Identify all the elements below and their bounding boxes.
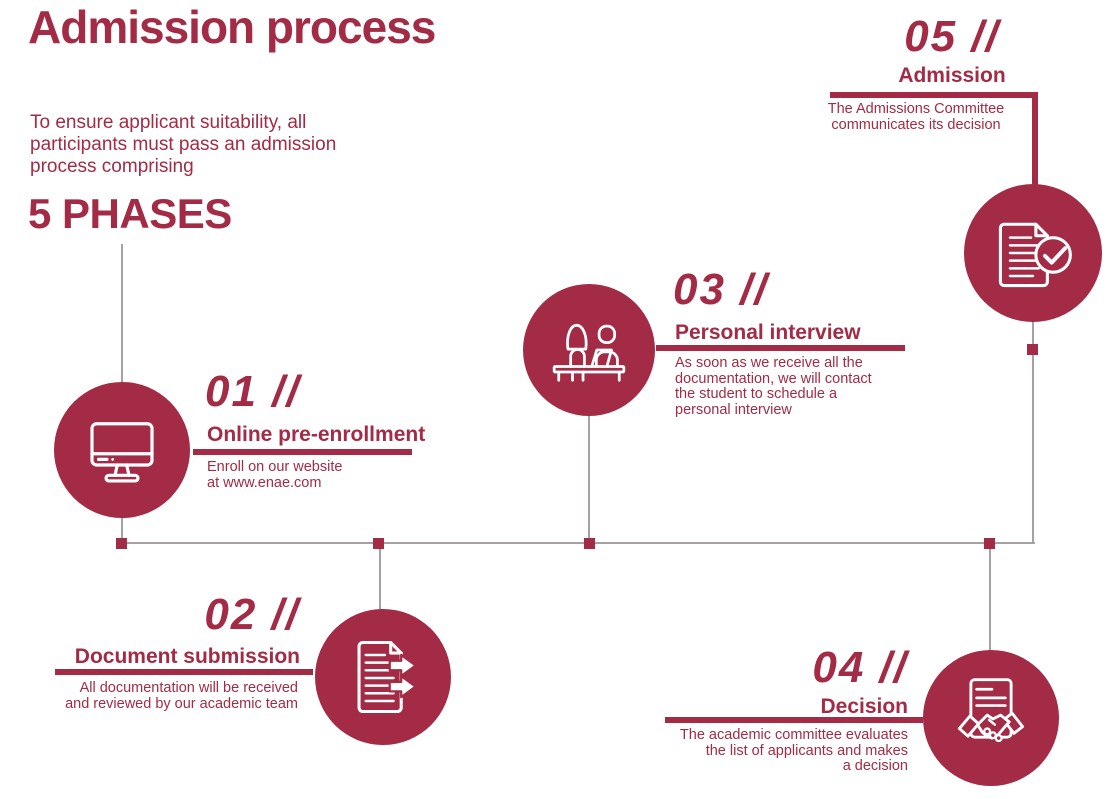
- phase-5-description: The Admissions Committee communicates it…: [827, 101, 1005, 133]
- phase-3-connector-line: [588, 412, 590, 544]
- phase-3-underline: [656, 345, 905, 351]
- phase-3-number: 03 //: [673, 265, 769, 314]
- document-submit-icon: [357, 640, 417, 714]
- phase-3-title: Personal interview: [675, 321, 861, 344]
- phase-5-red-connector: [1032, 92, 1038, 186]
- timeline-marker-3: [584, 538, 595, 549]
- phase-5-title: Admission: [898, 64, 1006, 87]
- phase-5-number: 05 //: [904, 12, 1000, 61]
- phase-4-number: 04 //: [812, 643, 908, 692]
- timeline-marker-2: [373, 538, 384, 549]
- phase-1-description: Enroll on our website at www.enae.com: [207, 459, 343, 491]
- timeline-horizontal-line: [122, 542, 1035, 544]
- intro-text: To ensure applicant suitability, all par…: [30, 112, 337, 178]
- page-title: Admission process: [28, 1, 436, 53]
- phase-4-connector-line: [989, 543, 991, 653]
- phases-count-label: 5 PHASES: [28, 190, 232, 237]
- phase-3-description: As soon as we receive all the documentat…: [675, 355, 872, 418]
- phase-2-title: Document submission: [74, 645, 300, 668]
- timeline-marker-1: [116, 538, 127, 549]
- timeline-marker-4: [984, 538, 995, 549]
- phase-1-title: Online pre-enrollment: [207, 423, 426, 446]
- phase-4-circle: [923, 650, 1059, 786]
- phase-2-description: All documentation will be received and r…: [65, 680, 298, 712]
- desktop-monitor-icon: [90, 422, 154, 483]
- document-check-icon: [998, 222, 1072, 288]
- phase-2-circle: [315, 609, 451, 745]
- phase-1-underline: [193, 449, 412, 455]
- timeline-marker-5: [1027, 344, 1038, 355]
- phase-4-description: The academic committee evaluates the lis…: [679, 727, 908, 775]
- phase-4-title: Decision: [820, 695, 908, 718]
- phase-5-connector-line: [1032, 320, 1034, 544]
- phase-2-underline: [55, 669, 313, 675]
- phase-1-number: 01 //: [205, 367, 301, 416]
- phase-5-circle: [964, 184, 1102, 322]
- phase-3-circle: [523, 284, 655, 416]
- interview-icon: [552, 323, 626, 382]
- phase-2-connector-line: [379, 543, 381, 613]
- handshake-document-icon: [957, 678, 1025, 743]
- phase-5-underline: [830, 92, 1038, 98]
- phase-1-circle: [54, 382, 190, 518]
- phase-2-number: 02 //: [204, 590, 300, 639]
- phase-4-underline: [665, 717, 923, 723]
